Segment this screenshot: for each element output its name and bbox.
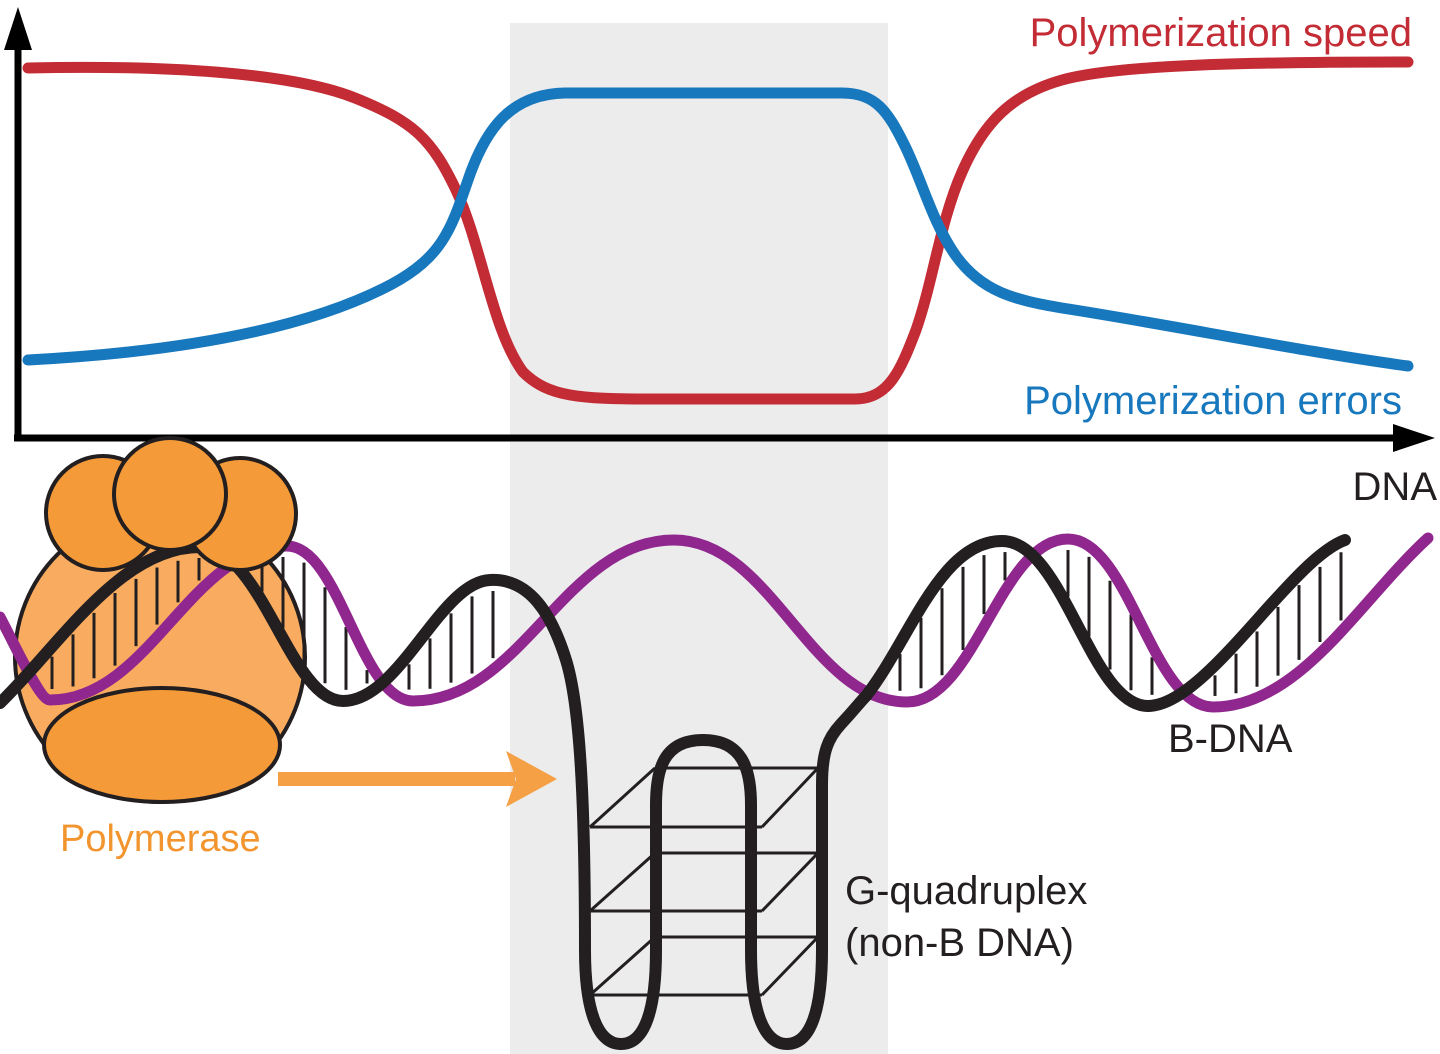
polymerase-label: Polymerase [60,818,261,860]
polymerase-direction-arrow-icon [278,751,557,807]
polymerization-errors-curve [22,87,1414,372]
speed-error-chart: Polymerization speed Polymerization erro… [4,7,1437,509]
polymerase-lobes [44,436,298,572]
bdna-label: B-DNA [1168,717,1293,761]
polymerase-lobe-middle [112,436,228,552]
dna-illustration: Polymerase B-DNA G-quadruplex (non-B DNA… [0,436,1434,1051]
gquadruplex-label-line1: G-quadruplex [845,869,1087,913]
x-axis-arrowhead-icon [1393,424,1435,452]
purple-dna-strand [0,532,1434,713]
x-axis-label: DNA [1353,465,1438,509]
speed-curve-label: Polymerization speed [1030,11,1412,55]
errors-curve-label: Polymerization errors [1024,379,1402,423]
y-axis-arrowhead-icon [4,7,32,50]
g-tetrad-rungs [588,766,820,997]
gquadruplex-label-line2: (non-B DNA) [845,921,1074,965]
base-pair-hatches [50,550,1343,696]
polymerization-speed-curve [22,56,1414,405]
black-dna-strand-with-gquadruplex [0,534,1351,1051]
polymerase-base [42,686,282,804]
